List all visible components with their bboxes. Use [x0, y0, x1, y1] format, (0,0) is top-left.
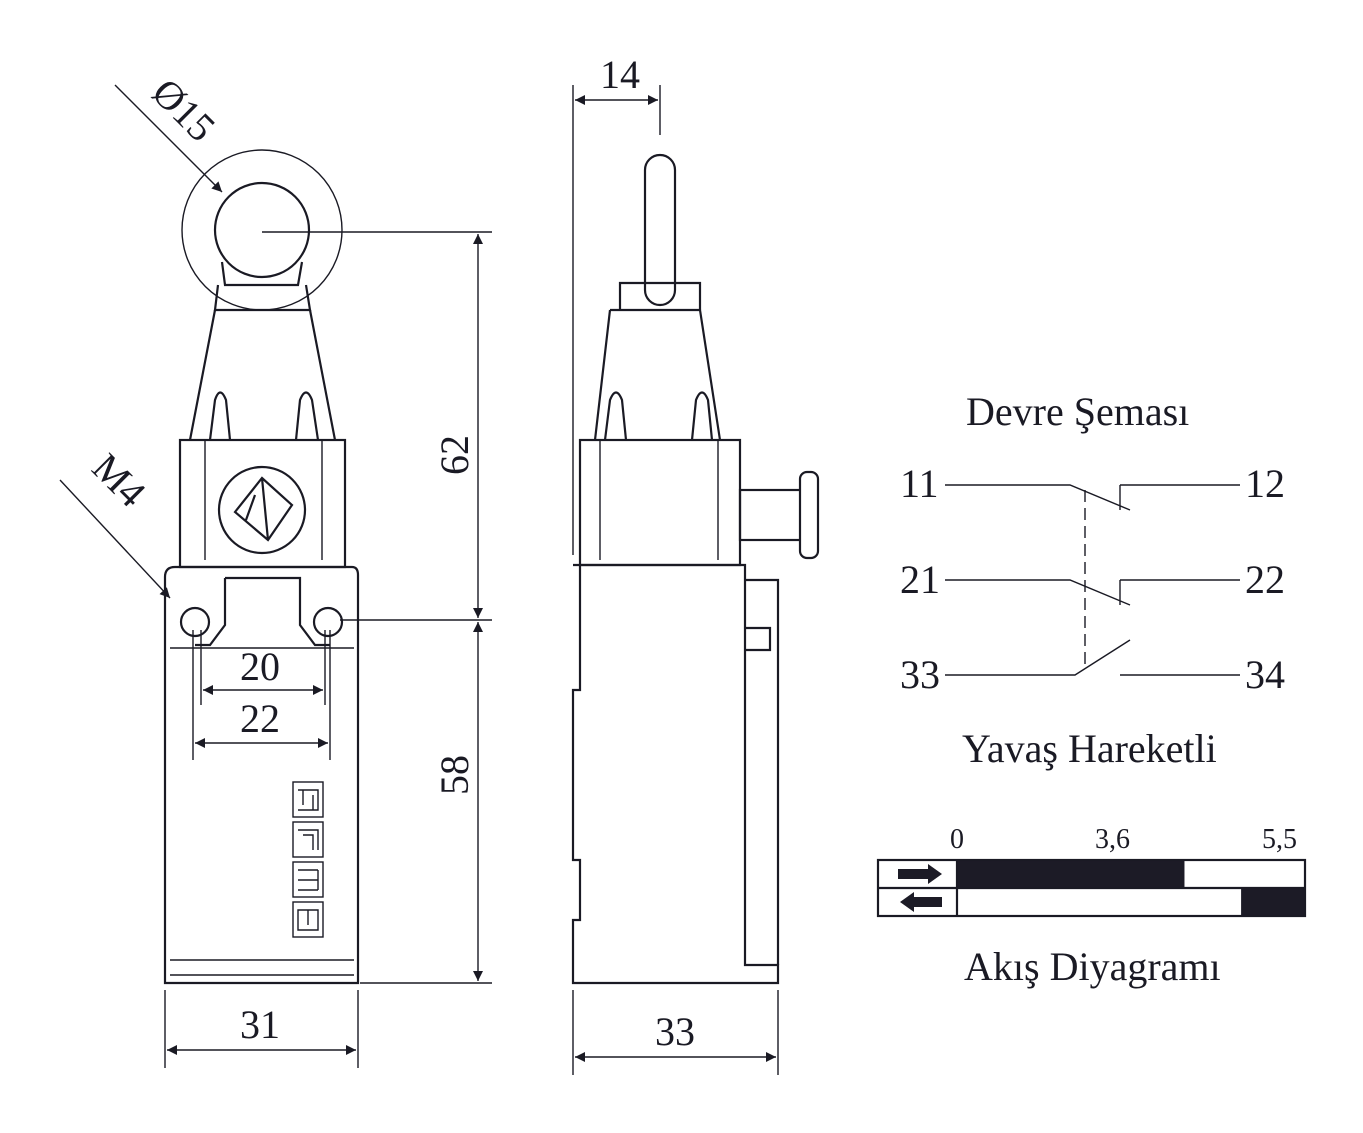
mount-hole-right: [312, 606, 344, 638]
terminal-34: 34: [1245, 652, 1285, 697]
side-body: [571, 563, 780, 985]
front-view: Ø15 M4 62 58 20 22 31: [59, 70, 492, 1068]
contact-no: [945, 639, 1240, 676]
dim-depth: 33: [655, 1009, 695, 1054]
rotation-logo: [217, 465, 307, 555]
tick-0: 0: [950, 824, 964, 855]
tick-5-5: 5,5: [1262, 824, 1297, 855]
roller-neck: [220, 261, 304, 287]
circuit-subtitle: Yavaş Hareketli: [962, 726, 1217, 771]
actuator-taper: [188, 309, 337, 441]
side-stub: [738, 488, 804, 542]
contact-nc-2: [945, 579, 1240, 606]
side-head: [578, 438, 742, 567]
dim-roller-diameter: Ø15: [144, 70, 225, 151]
reverse-closed-bar: [1241, 889, 1304, 916]
dim-hole-inner: 20: [240, 644, 280, 689]
dim-lever-offset: 14: [600, 52, 640, 97]
flow-diagram: 0 3,6 5,5 Akış Diyagramı: [876, 824, 1307, 989]
arrow-right-icon: [898, 864, 942, 884]
dim-height-body: 58: [432, 755, 477, 795]
flow-title: Akış Diyagramı: [964, 944, 1221, 989]
tick-3-6: 3,6: [1095, 824, 1130, 855]
arrow-left-icon: [900, 892, 942, 912]
contact-nc-1: [945, 484, 1240, 511]
terminal-11: 11: [900, 461, 939, 506]
dim-height-top: 62: [432, 435, 477, 475]
lever-rod: [643, 153, 677, 307]
emas-logo: [292, 781, 324, 938]
body: [163, 565, 360, 985]
terminal-21: 21: [900, 557, 940, 602]
terminal-33: 33: [900, 652, 940, 697]
circuit-title: Devre Şeması: [966, 389, 1189, 434]
dim-thread: M4: [84, 445, 155, 516]
dim-hole-outer: 22: [240, 696, 280, 741]
circuit-diagram: Devre Şeması 11 12 21 22 33 34 Yavaş Har…: [900, 389, 1285, 771]
mount-hole-left: [179, 606, 211, 638]
roller-inner: [213, 181, 311, 279]
forward-closed-bar: [958, 861, 1185, 888]
terminal-22: 22: [1245, 557, 1285, 602]
dim-width: 31: [240, 1002, 280, 1047]
terminal-12: 12: [1245, 461, 1285, 506]
side-view: 14 33: [571, 52, 820, 1075]
